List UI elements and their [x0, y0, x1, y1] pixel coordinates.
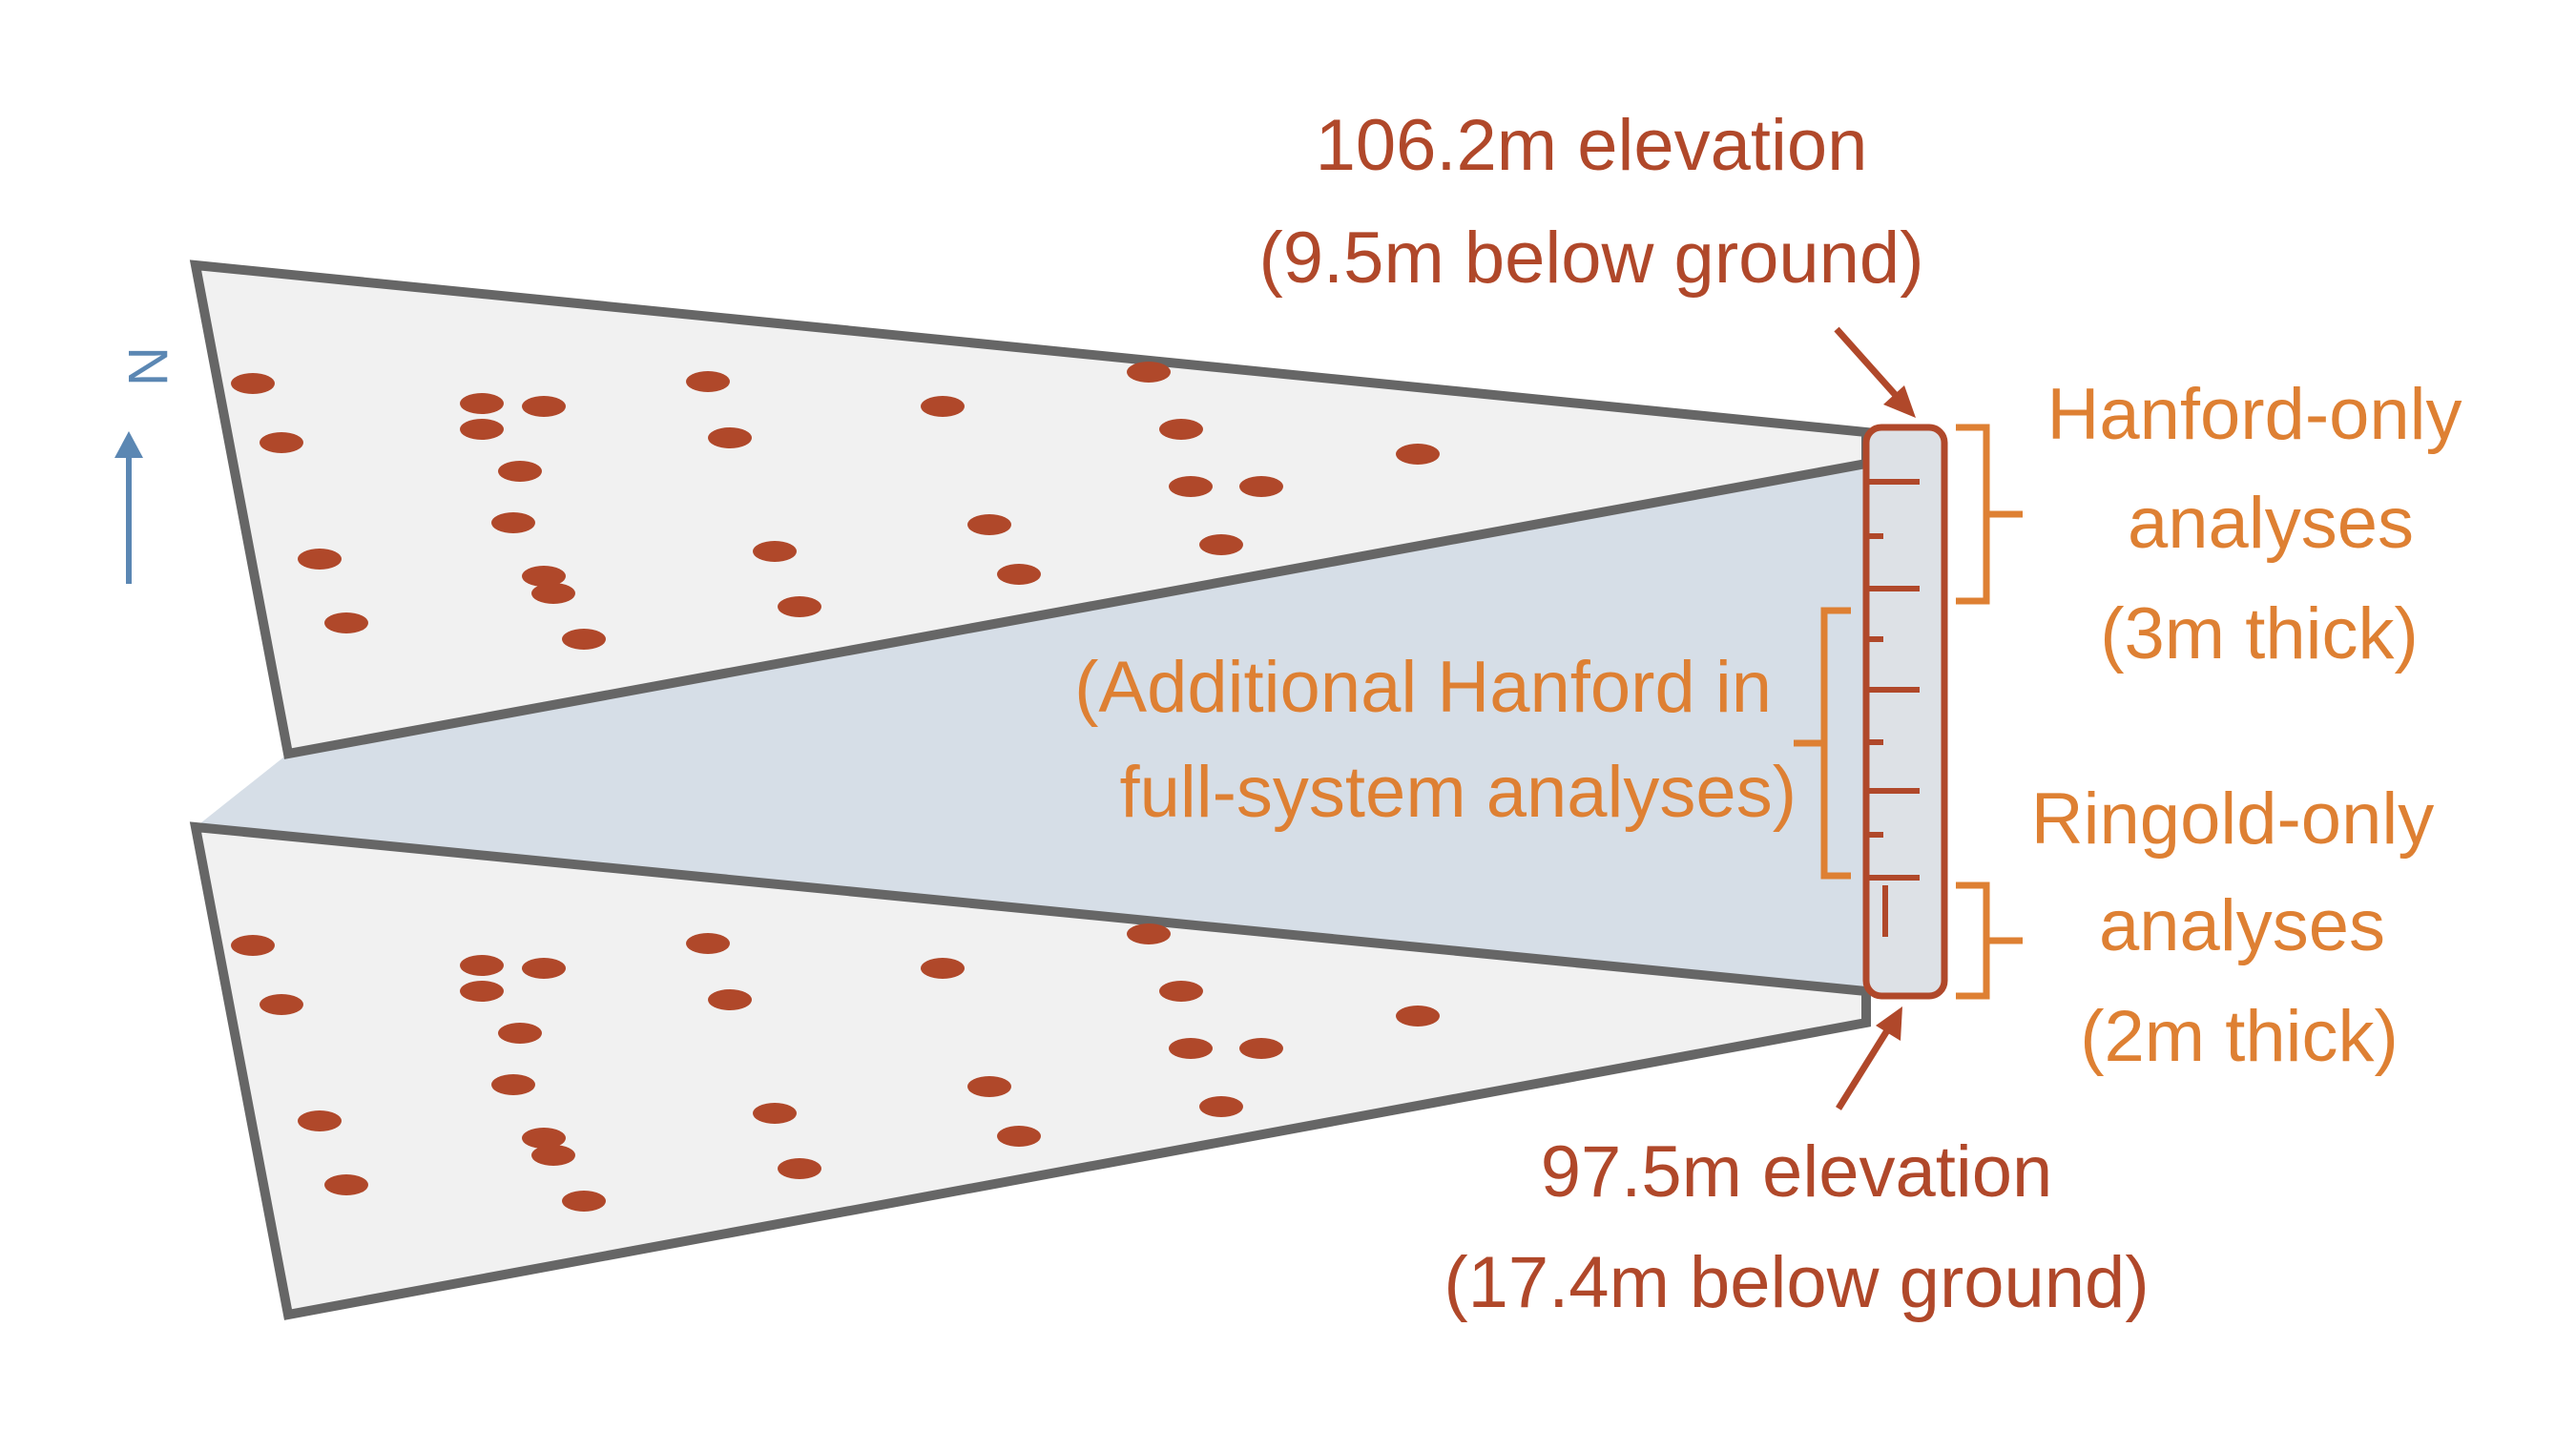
- additional-hanford-line2: full-system analyses): [1119, 752, 1797, 833]
- well-marker: [522, 1128, 566, 1149]
- well-marker: [708, 989, 752, 1010]
- well-marker: [460, 955, 504, 976]
- top-panel-wells: [231, 362, 1440, 650]
- additional-hanford-line1: (Additional Hanford in: [1074, 647, 1772, 728]
- bottom-panel-wells: [231, 923, 1440, 1212]
- connector-band: [196, 432, 1866, 991]
- well-marker: [1127, 923, 1171, 944]
- bottom-elevation-arrow: [1836, 1026, 1892, 1110]
- well-marker: [921, 958, 965, 979]
- well-marker: [1169, 476, 1213, 497]
- well-marker: [498, 461, 542, 482]
- well-marker: [1199, 1096, 1243, 1117]
- well-marker: [753, 1103, 797, 1124]
- well-marker: [562, 1191, 606, 1212]
- well-marker: [522, 566, 566, 587]
- column-layer-ticks: [1866, 479, 1920, 937]
- bottom-elevation-line1: 97.5m elevation: [1541, 1131, 2053, 1213]
- ringold-bracket: [1956, 881, 2023, 1000]
- bottom-elevation-arrowhead: [1876, 1006, 1902, 1041]
- ringold-label-line2: analyses: [2099, 885, 2385, 966]
- well-marker: [1396, 444, 1440, 465]
- ringold-label-line1: Ringold-only: [2031, 778, 2434, 860]
- well-marker: [498, 1023, 542, 1044]
- well-marker: [1239, 476, 1283, 497]
- well-marker: [997, 1126, 1041, 1147]
- hanford-label-line2: analyses: [2128, 483, 2414, 564]
- hanford-bracket: [1956, 424, 2023, 605]
- well-marker: [298, 549, 342, 570]
- well-marker: [460, 393, 504, 414]
- well-marker: [531, 583, 575, 604]
- well-marker: [260, 994, 303, 1015]
- bottom-elevation-line2: (17.4m below ground): [1444, 1242, 2149, 1323]
- well-marker: [231, 935, 275, 956]
- well-marker: [967, 514, 1011, 535]
- well-marker: [967, 1076, 1011, 1097]
- vertical-grid-column: [1862, 424, 1948, 1000]
- well-marker: [778, 596, 821, 617]
- well-marker: [1169, 1038, 1213, 1059]
- well-marker: [997, 564, 1041, 585]
- compass-letter: N: [116, 346, 178, 386]
- well-marker: [1396, 1006, 1440, 1027]
- well-marker: [562, 629, 606, 650]
- bottom-layer-panel: [189, 821, 1871, 1320]
- well-marker: [522, 396, 566, 417]
- additional-hanford-bracket: [1794, 607, 1851, 880]
- well-marker: [460, 981, 504, 1002]
- well-marker: [1239, 1038, 1283, 1059]
- well-marker: [1127, 362, 1171, 383]
- well-marker: [778, 1158, 821, 1179]
- well-marker: [686, 371, 730, 392]
- hanford-label-line1: Hanford-only: [2046, 374, 2462, 455]
- well-marker: [531, 1145, 575, 1166]
- well-marker: [1159, 419, 1203, 440]
- well-marker: [491, 1074, 535, 1095]
- north-arrow-icon: [114, 431, 143, 584]
- well-marker: [491, 512, 535, 533]
- top-elevation-line2: (9.5m below ground): [1258, 218, 1923, 299]
- well-marker: [708, 427, 752, 448]
- well-marker: [324, 1174, 368, 1195]
- top-elevation-arrowhead: [1883, 385, 1916, 418]
- well-marker: [260, 432, 303, 453]
- ringold-label-line3: (2m thick): [2080, 996, 2399, 1077]
- well-marker: [753, 541, 797, 562]
- well-marker: [921, 396, 965, 417]
- well-marker: [298, 1110, 342, 1131]
- well-marker: [231, 373, 275, 394]
- well-marker: [686, 933, 730, 954]
- well-marker: [1199, 534, 1243, 555]
- well-marker: [460, 419, 504, 440]
- well-marker: [324, 612, 368, 633]
- well-marker: [522, 958, 566, 979]
- top-elevation-arrow: [1834, 326, 1903, 404]
- top-elevation-line1: 106.2m elevation: [1316, 105, 1868, 186]
- well-marker: [1159, 981, 1203, 1002]
- hanford-label-line3: (3m thick): [2100, 593, 2419, 674]
